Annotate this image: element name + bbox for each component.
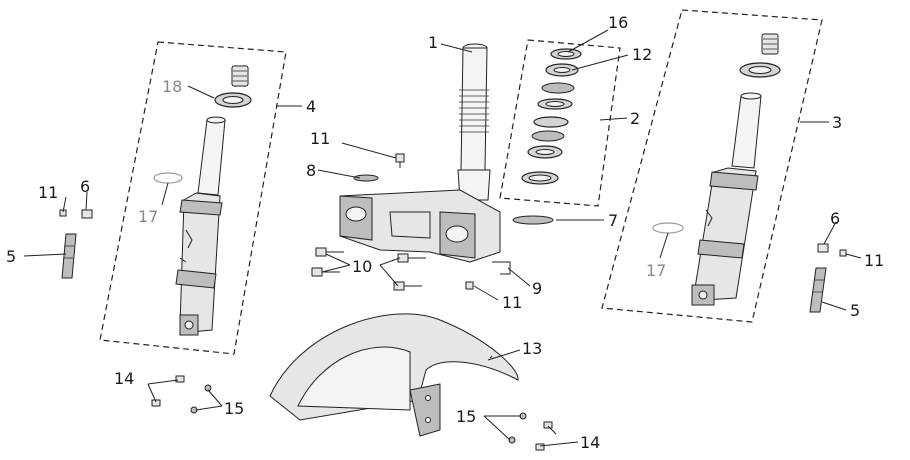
- callout-11-lower: 11: [502, 293, 522, 312]
- callout-16: 16: [608, 13, 628, 32]
- callout-6-left: 6: [80, 177, 90, 196]
- washer-8: [353, 174, 379, 182]
- callout-15-right: 15: [456, 407, 476, 426]
- steering-stem: [457, 43, 491, 201]
- gasket-7: [512, 215, 554, 225]
- bolt-11-stem: [395, 153, 405, 163]
- callout-3: 3: [832, 113, 842, 132]
- left-reflector-5: [61, 233, 77, 279]
- callout-11-right: 11: [864, 251, 884, 270]
- right-reflector-5: [809, 267, 827, 313]
- fender-fasteners-right: [508, 412, 553, 451]
- right-fork-frame: [601, 9, 823, 323]
- left-gray-o-ring: [153, 172, 183, 184]
- left-fork-leg: [175, 65, 252, 336]
- front-fender: [269, 313, 519, 437]
- callout-labels: 1 2 3 4 5 5 6 6 7 8 9 10 11 11 11 11 12 …: [6, 13, 884, 452]
- left-inner-tube: [197, 119, 226, 196]
- callout-10: 10: [352, 257, 372, 276]
- bolt-11-lower: [465, 281, 474, 290]
- triple-clamp: [339, 189, 501, 263]
- callout-2: 2: [630, 109, 640, 128]
- callout-11-top: 11: [310, 129, 330, 148]
- callout-18: 18: [162, 77, 182, 96]
- callout-17-right: 17: [646, 261, 666, 280]
- callout-5-left: 5: [6, 247, 16, 266]
- bracket-9: [492, 261, 511, 275]
- right-bracket-6: [817, 243, 829, 253]
- callout-12: 12: [632, 45, 652, 64]
- callout-9: 9: [532, 279, 542, 298]
- right-screw-11: [839, 249, 847, 257]
- callout-11-left: 11: [38, 183, 58, 202]
- callout-8: 8: [306, 161, 316, 180]
- right-fork-leg: [691, 33, 781, 306]
- stem-tube: [460, 47, 488, 171]
- callout-17-left: 17: [138, 207, 158, 226]
- callout-13: 13: [522, 339, 542, 358]
- left-fork-frame: [99, 41, 287, 355]
- leader-lines: [23, 29, 862, 447]
- callout-5-right: 5: [850, 301, 860, 320]
- left-bracket-6: [81, 209, 93, 219]
- right-inner-tube: [731, 95, 762, 169]
- bearing-set: [521, 48, 582, 185]
- callout-7: 7: [608, 211, 618, 230]
- bearing-set-frame: [499, 39, 621, 207]
- callout-15-left: 15: [224, 399, 244, 418]
- callout-14-left: 14: [114, 369, 134, 388]
- callout-14-right: 14: [580, 433, 600, 452]
- callout-4: 4: [306, 97, 316, 116]
- callout-6-right: 6: [830, 209, 840, 228]
- right-gray-o-ring: [652, 222, 684, 234]
- bolts-10: [311, 247, 426, 291]
- callout-1: 1: [428, 33, 438, 52]
- fender-fasteners-left: [151, 375, 212, 414]
